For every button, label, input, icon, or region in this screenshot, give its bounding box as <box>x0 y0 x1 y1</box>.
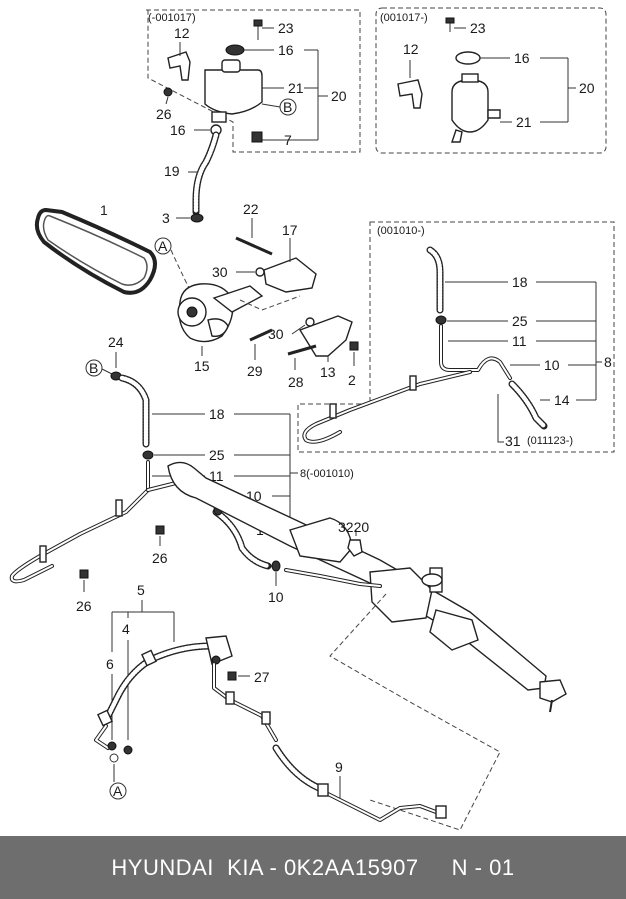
callout-12b: 12 <box>403 41 419 57</box>
callout-30a: 30 <box>212 264 228 280</box>
callout-18b: 18 <box>209 406 225 422</box>
callout-31: 31 <box>505 433 521 449</box>
callout-1: 1 <box>100 202 108 218</box>
suction-hose-group: 19 3 <box>162 131 220 226</box>
callout-10a: 10 <box>544 357 560 373</box>
bracket-12-late <box>397 79 423 109</box>
callout-15: 15 <box>194 358 210 374</box>
callout-4: 4 <box>122 621 130 637</box>
reservoir-cap-16 <box>225 44 245 56</box>
power-steering-exploded-diagram: (-001017) 12 26 23 16 21 20 B 7 <box>9 7 615 831</box>
footer-spacer <box>419 855 452 881</box>
parts-reference-footer: HYUNDAI KIA - 0K2AA15907 N - 01 <box>0 836 626 899</box>
callout-26b: 26 <box>152 550 168 566</box>
reservoir-group-late: (001017-) 23 12 16 21 20 <box>375 7 607 154</box>
callout-24: 24 <box>108 334 124 350</box>
callout-18a: 18 <box>512 274 528 290</box>
callout-10c: 10 <box>268 589 284 605</box>
callout-25a: 25 <box>512 313 528 329</box>
callout-21b: 21 <box>516 114 532 130</box>
box-late-reservoir <box>375 7 607 154</box>
page-number-text: N - 01 <box>451 854 515 880</box>
callout-14a: 14 <box>554 392 570 408</box>
callout-26a: 26 <box>156 106 172 122</box>
callout-12a: 12 <box>174 25 190 41</box>
callout-30b: 30 <box>268 326 284 342</box>
callout-11b: 11 <box>209 468 224 484</box>
reservoir-tank-21 <box>204 69 263 115</box>
steering-gear-box: 3220 <box>167 461 567 831</box>
box-late-return <box>297 221 615 453</box>
callout-2: 2 <box>348 372 356 388</box>
callout-22: 22 <box>243 201 259 217</box>
box-early-reservoir <box>146 9 361 153</box>
callout-28: 28 <box>288 374 304 390</box>
callout-26c: 26 <box>76 598 92 614</box>
marker-a-hose: A <box>113 783 123 799</box>
callout-7: 7 <box>284 132 292 148</box>
callout-8a: 8 <box>604 354 612 370</box>
callout-27: 27 <box>254 669 270 685</box>
callout-29: 29 <box>247 363 263 379</box>
callout-16a: 16 <box>278 42 294 58</box>
power-steering-pump-15: A 15 17 22 30 13 30 29 28 <box>154 201 359 390</box>
box-tag-return: (001010-) <box>377 225 425 237</box>
bracket-12 <box>167 51 191 81</box>
callout-9: 9 <box>335 759 343 775</box>
callout-16b: 16 <box>170 122 186 138</box>
callout-16c: 16 <box>514 50 530 66</box>
reservoir-tank-21-late <box>451 79 489 133</box>
callout-19: 19 <box>164 163 180 179</box>
box-tag-late: (001017-) <box>380 12 428 24</box>
callout-25b: 25 <box>209 447 225 463</box>
callout-17: 17 <box>282 222 298 238</box>
return-line-group-late: (001010-) 18 25 11 10 14 8 31 (011123-) <box>297 221 615 453</box>
pump-bracket-17 <box>263 257 317 293</box>
callout-11a: 11 <box>512 333 527 349</box>
callout-20b: 20 <box>579 80 595 96</box>
box-tag-early: (-001017) <box>148 12 196 24</box>
callout-8b: 8(-001010) <box>300 468 354 480</box>
box-tag-return-sub: (011123-) <box>527 435 573 447</box>
callout-3220: 3220 <box>338 519 369 535</box>
marker-b-top: B <box>283 99 292 115</box>
callout-23b: 23 <box>470 20 486 36</box>
reservoir-cap-16-late <box>455 51 481 65</box>
drive-belt-1: 1 <box>34 196 157 295</box>
callout-3: 3 <box>162 210 170 226</box>
part-number-text: HYUNDAI KIA - 0K2AA15907 <box>111 854 419 880</box>
callout-6: 6 <box>106 656 114 672</box>
reservoir-group-early: (-001017) 12 26 23 16 21 20 B 7 <box>146 9 361 153</box>
callout-21a: 21 <box>288 80 304 96</box>
callout-5: 5 <box>137 582 145 598</box>
pressure-hose-group: 5 4 6 A 27 <box>94 582 447 822</box>
callout-20a: 20 <box>331 88 347 104</box>
return-line-group-early: B 24 18 25 11 8(-001010) 10 14 <box>9 334 354 614</box>
callout-23a: 23 <box>278 20 294 36</box>
callout-13: 13 <box>320 364 336 380</box>
marker-a-pump: A <box>158 238 168 254</box>
marker-b-left: B <box>89 360 98 376</box>
